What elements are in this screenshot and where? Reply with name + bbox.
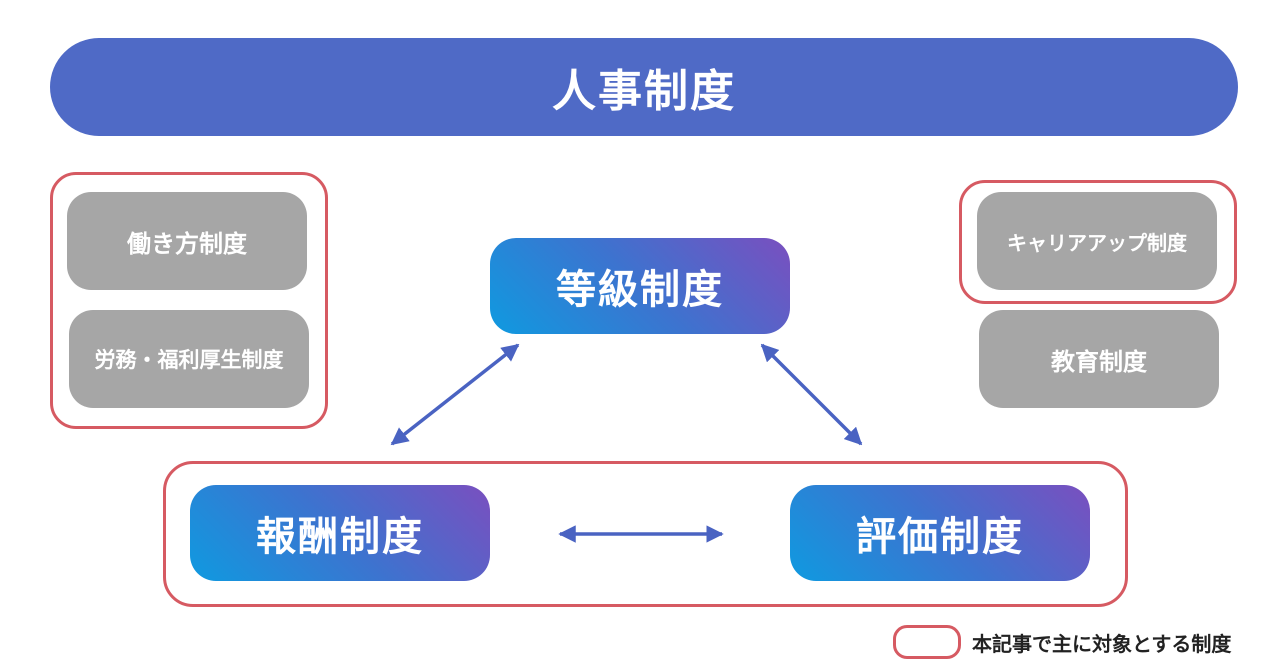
page-title: 人事制度 <box>50 38 1238 136</box>
compensation-system-box: 報酬制度 <box>190 485 490 581</box>
work-style-system-box: 働き方制度 <box>67 192 307 290</box>
arrow-grade-compensation <box>390 343 520 446</box>
bottom-highlight-box <box>163 461 1128 607</box>
legend-swatch <box>893 625 961 659</box>
grade-system-box: 等級制度 <box>490 238 790 334</box>
legend-label: 本記事で主に対象とする制度 <box>972 632 1232 656</box>
arrow-grade-evaluation <box>760 343 863 446</box>
evaluation-system-box: 評価制度 <box>790 485 1090 581</box>
left-highlight-box <box>50 172 328 429</box>
right-highlight-box <box>959 180 1237 304</box>
education-system-box: 教育制度 <box>979 310 1219 408</box>
labor-welfare-system-box: 労務・福利厚生制度 <box>69 310 309 408</box>
career-up-system-box: キャリアアップ制度 <box>977 192 1217 290</box>
